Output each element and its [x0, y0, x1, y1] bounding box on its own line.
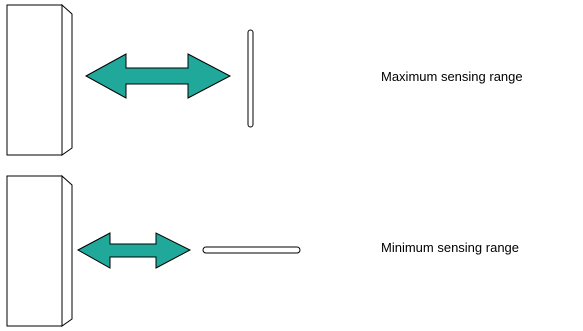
sensor-housing-bottom: [7, 176, 72, 326]
min-range-label: Minimum sensing range: [381, 240, 519, 255]
sensor-bevel: [62, 5, 72, 155]
sensor-housing-top: [7, 5, 72, 155]
max-range-label: Maximum sensing range: [381, 69, 523, 84]
sensor-body: [7, 176, 62, 326]
max-range-row: Maximum sensing range: [7, 5, 523, 155]
target-plate-vertical: [248, 30, 253, 127]
sensor-bevel: [62, 176, 72, 326]
sensor-body: [7, 5, 62, 155]
double-arrow-short: [78, 233, 190, 268]
target-plate-horizontal: [203, 247, 300, 253]
double-arrow-long: [86, 54, 230, 98]
min-range-row: Minimum sensing range: [7, 176, 519, 326]
